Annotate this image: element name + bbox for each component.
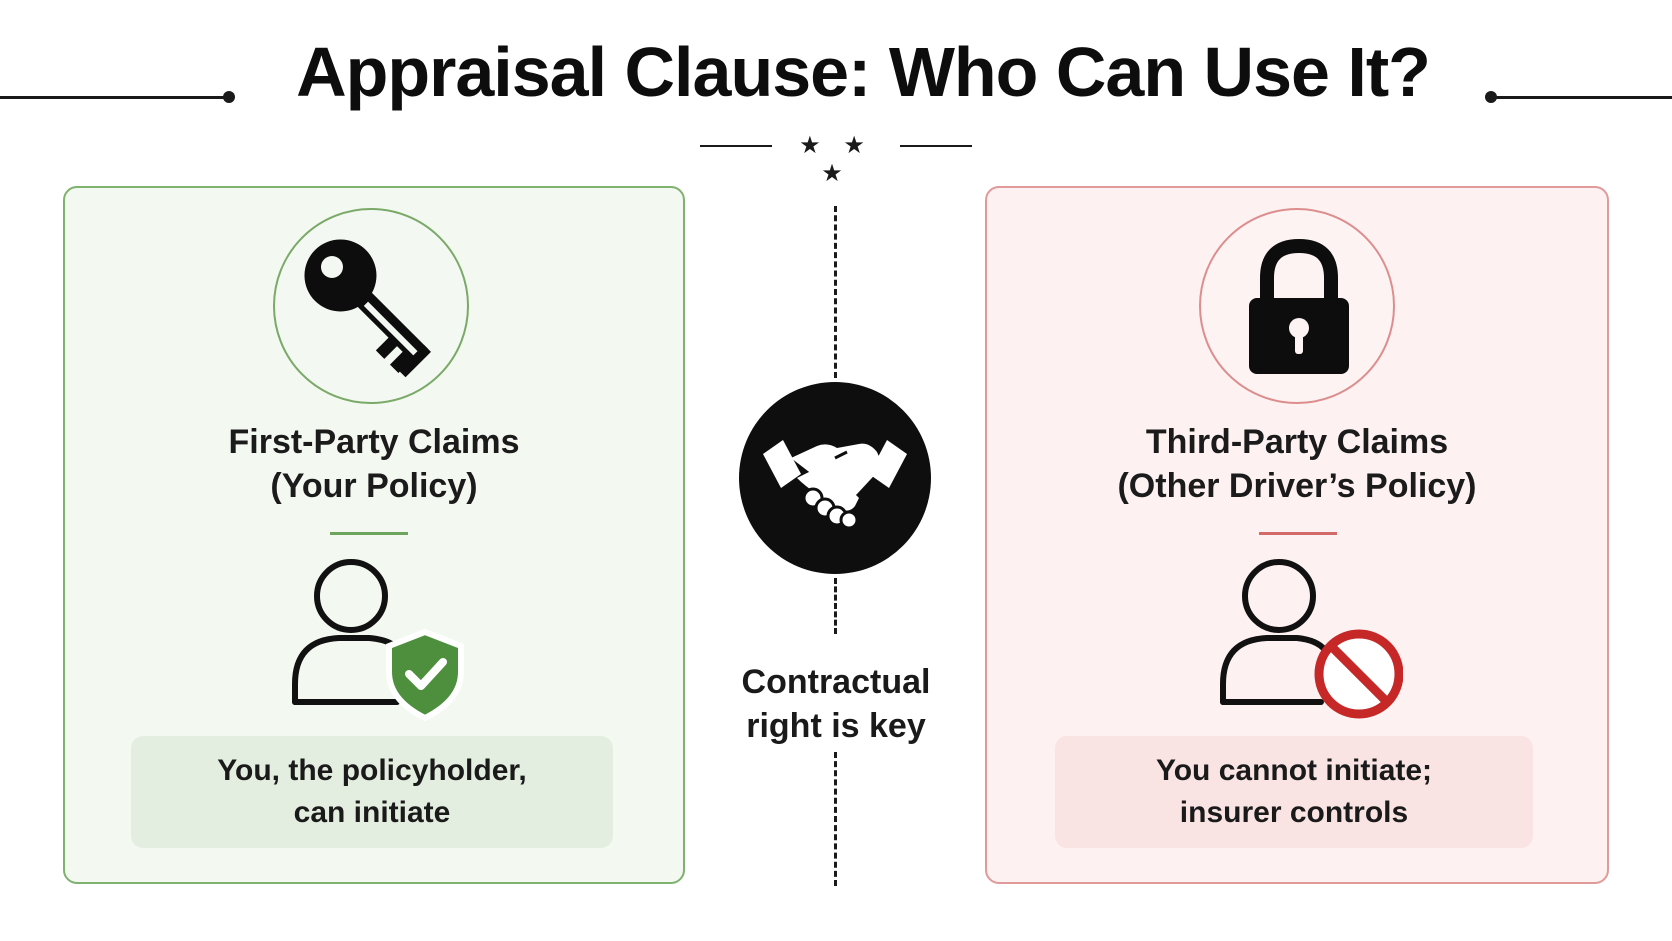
first-party-note-line1: You, the policyholder, <box>217 754 527 787</box>
handshake-icon <box>763 440 907 530</box>
title-ornament: ★ ★ ★ <box>700 132 972 187</box>
key-icon <box>304 239 431 378</box>
first-party-note: You, the policyholder, can initiate <box>131 736 613 848</box>
third-party-heading: Third-Party Claims (Other Driver’s Polic… <box>987 420 1607 508</box>
person-with-prohibited-icon <box>1220 559 1403 719</box>
third-party-note-line2: insurer controls <box>1179 796 1409 829</box>
handshake-badge <box>739 382 931 574</box>
person-with-check-shield-icon <box>292 559 464 722</box>
center-dashed-line-middle <box>834 578 837 634</box>
first-party-heading: First-Party Claims (Your Policy) <box>65 420 683 508</box>
center-dashed-line-bottom <box>834 752 837 886</box>
padlock-icon-badge <box>1199 208 1395 404</box>
third-party-heading-line1: Third-Party Claims <box>1145 423 1449 461</box>
first-party-panel: First-Party Claims (Your Policy) You, th… <box>63 186 685 884</box>
third-party-note: You cannot initiate; insurer controls <box>1055 736 1533 848</box>
padlock-icon <box>1249 238 1349 374</box>
first-party-heading-line1: First-Party Claims <box>228 423 520 461</box>
first-party-heading-line2: (Your Policy) <box>270 467 478 505</box>
center-caption-line2: right is key <box>746 707 926 745</box>
third-party-panel: Third-Party Claims (Other Driver’s Polic… <box>985 186 1609 884</box>
center-caption: Contractual right is key <box>700 660 972 748</box>
third-party-heading-line2: (Other Driver’s Policy) <box>1117 467 1477 505</box>
key-icon-badge <box>273 208 469 404</box>
title-rule-right-dot <box>1485 91 1497 103</box>
title-rule-left-dot <box>223 91 235 103</box>
ornament-line-left <box>700 145 772 147</box>
title-rule-right <box>1492 96 1672 99</box>
first-party-divider <box>330 532 408 535</box>
first-party-note-line2: can initiate <box>293 796 451 829</box>
center-dashed-line-top <box>834 206 837 378</box>
stars-icon: ★ ★ ★ <box>799 132 873 187</box>
prohibited-icon <box>1314 629 1403 719</box>
check-shield-icon <box>386 628 464 722</box>
ornament-line-right <box>900 145 972 147</box>
title-rule-left <box>0 96 228 99</box>
center-caption-line1: Contractual <box>741 663 931 701</box>
page-title: Appraisal Clause: Who Can Use It? <box>296 33 1431 111</box>
third-party-note-line1: You cannot initiate; <box>1155 754 1433 787</box>
third-party-divider <box>1259 532 1337 535</box>
